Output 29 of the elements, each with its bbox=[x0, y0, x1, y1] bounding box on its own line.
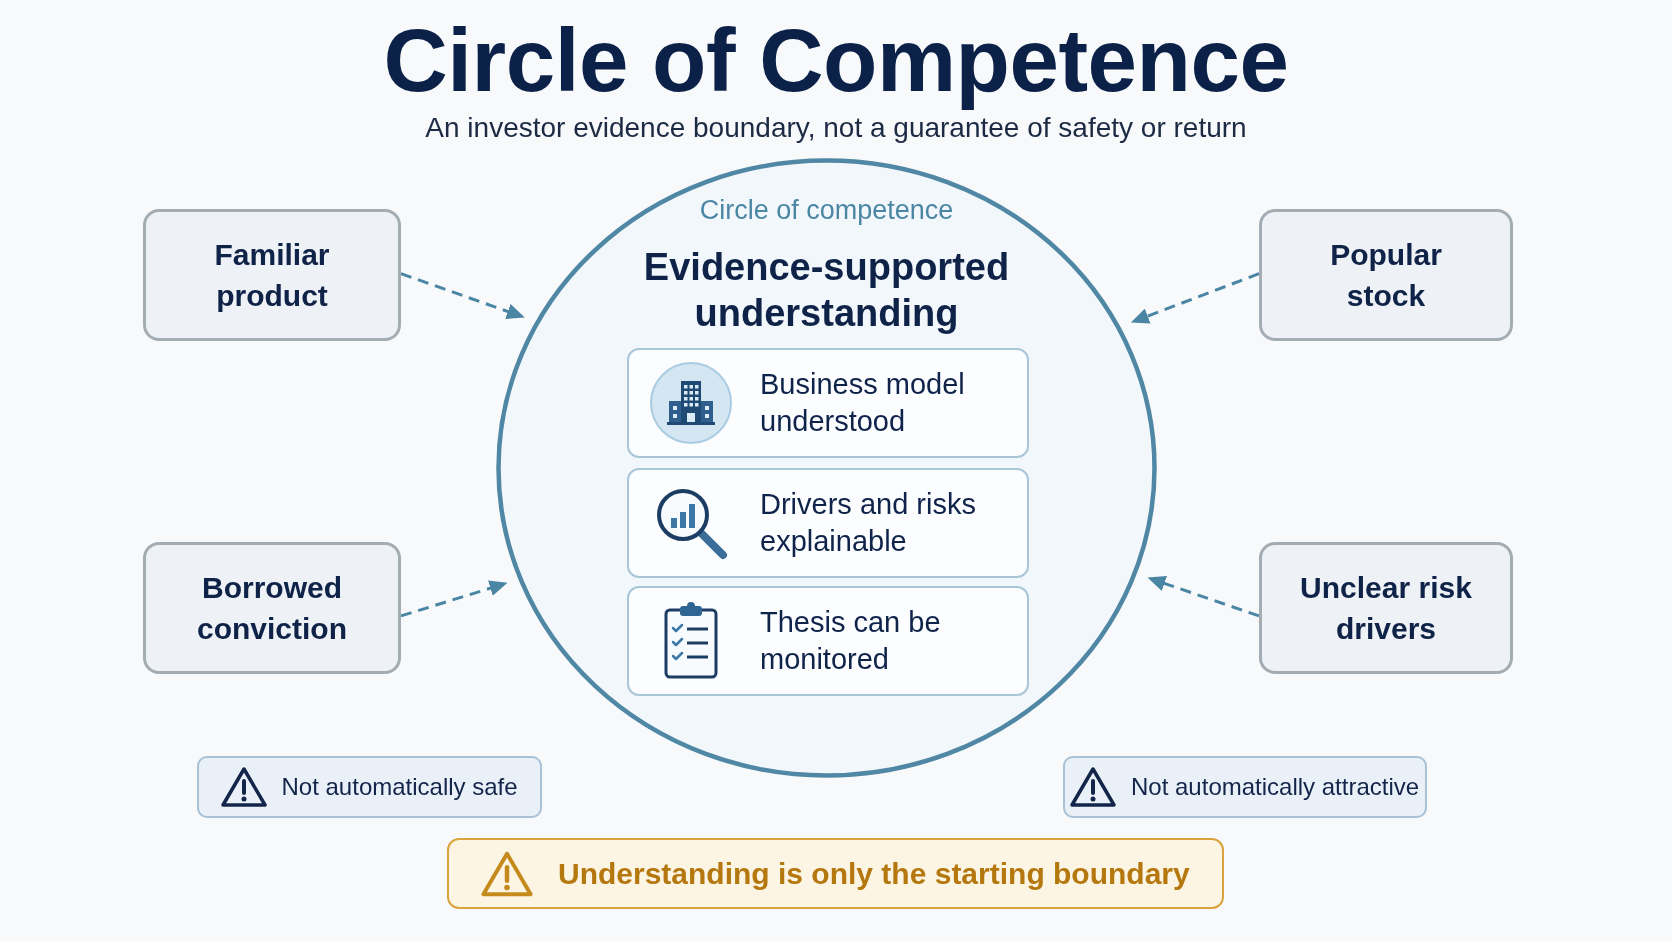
box-text: Popular stock bbox=[1329, 237, 1443, 314]
concept-box bbox=[143, 542, 401, 674]
criterion-card bbox=[627, 348, 1029, 458]
concept-box bbox=[1259, 209, 1513, 341]
note-text: Not automatically safe bbox=[281, 772, 519, 802]
subtitle: An investor evidence boundary, not a guarantee of safety or return bbox=[425, 111, 1247, 145]
concept-box bbox=[143, 209, 401, 341]
concept-box bbox=[1259, 542, 1513, 674]
criterion-card bbox=[627, 586, 1029, 696]
competence-circle bbox=[496, 158, 1157, 778]
warning-note bbox=[1063, 756, 1427, 818]
title: Circle of Competence bbox=[383, 10, 1289, 110]
banner-text: Understanding is only the starting boundary bbox=[558, 855, 1191, 892]
dashed-arrow bbox=[400, 272, 525, 320]
box-text: Unclear risk drivers bbox=[1299, 570, 1473, 647]
criterion-card bbox=[627, 468, 1029, 578]
card-text: Business model understood bbox=[760, 367, 966, 439]
dashed-arrow bbox=[1147, 575, 1260, 618]
note-text: Not automatically attractive bbox=[1131, 772, 1421, 802]
box-text: Borrowed conviction bbox=[196, 570, 348, 647]
card-text: Drivers and risks explainable bbox=[760, 487, 977, 559]
card-text: Thesis can be monitored bbox=[760, 605, 942, 677]
box-text: Familiar product bbox=[213, 237, 331, 314]
dashed-arrow bbox=[400, 580, 508, 618]
circle-heading: Evidence-supported understanding bbox=[643, 245, 1010, 336]
caution-banner bbox=[447, 838, 1224, 909]
warning-note bbox=[197, 756, 542, 818]
circle-label: Circle of competence bbox=[699, 194, 954, 226]
dashed-arrow bbox=[1130, 272, 1260, 324]
